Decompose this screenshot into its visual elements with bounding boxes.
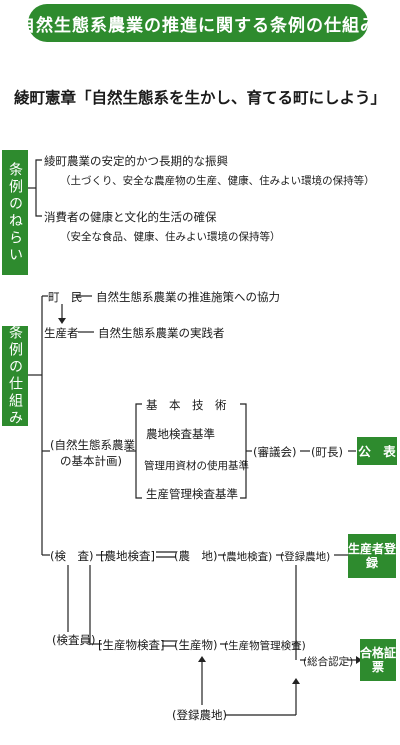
publish-box: 公 表 (357, 437, 397, 465)
aims-label: 条例のねらい (2, 150, 28, 275)
mayor: (町長) (311, 445, 343, 459)
inspection: (検 査) (50, 549, 94, 563)
producer-role: 自然生態系農業の実践者 (98, 326, 225, 340)
mechanism-label: 条例の仕組み (2, 325, 28, 427)
inspector: (検査員) (52, 633, 96, 647)
aim-2-main: 消費者の健康と文化的生活の確保 (44, 210, 217, 224)
farmland-inspection: [農地検査] (100, 549, 155, 563)
plan-item-material-standard: 管理用資材の使用基準 (144, 460, 249, 472)
aim-2-sub: （安全な食品、健康、住みよい環境の保持等） (60, 231, 281, 243)
town-charter: 綾町憲章「自然生態系を生かし、育てる町にしよう」 (13, 89, 386, 107)
registered-farmland: (登録農地) (280, 551, 331, 563)
product-inspection: [生産物検査] (98, 638, 165, 652)
product: (生産物) (174, 638, 218, 652)
plan-item-production-standard: 生産管理検査基準 (146, 487, 238, 501)
town-people-role: 自然生態系農業の推進施策への協力 (96, 290, 280, 304)
basic-plan-line2: の基本計画) (60, 454, 122, 468)
town-people: 町 民 (48, 290, 83, 304)
page-title-banner: 自然生態系農業の推進に関する条例の仕組み (18, 4, 377, 42)
product-management-inspection: (生産物管理検査) (224, 640, 306, 652)
council: (審議会) (253, 445, 297, 459)
plan-item-basic-technique: 基 本 技 術 (146, 398, 227, 412)
farmland: (農 地) (174, 549, 218, 563)
producer: 生産者 (44, 326, 79, 340)
aim-1-sub: （土づくり、安全な農産物の生産、健康、住みよい環境の保持等） (60, 175, 375, 187)
overall-certification: (総合認定) (303, 656, 354, 668)
aim-1-main: 綾町農業の安定的かつ長期的な振興 (44, 154, 228, 168)
registered-farmland-bottom: (登録農地) (172, 708, 227, 722)
producer-registration-box: 生産者登録 (348, 534, 396, 578)
farmland-inspection-2: (農地検査) (222, 551, 273, 563)
basic-plan-line1: (自然生態系農業 (50, 438, 135, 452)
plan-item-farmland-standard: 農地検査基準 (146, 427, 215, 441)
certificate-box: 合格証票 (360, 639, 396, 681)
